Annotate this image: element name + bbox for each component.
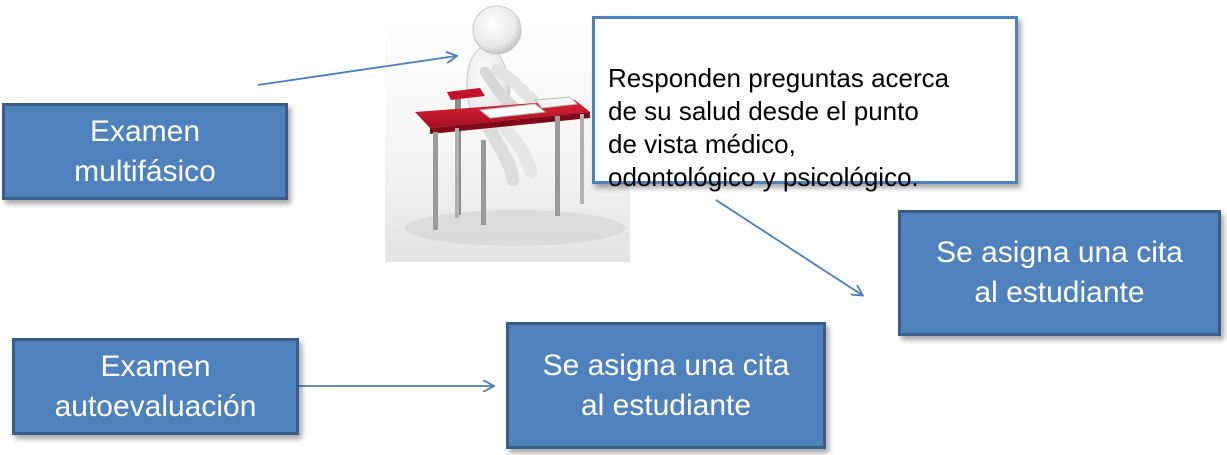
examen-multifasico-box: Examen multifásico bbox=[2, 103, 288, 200]
examen-multifasico-label: Examen multifásico bbox=[74, 114, 216, 188]
description-callout-text: Responden preguntas acerca de su salud d… bbox=[608, 63, 950, 192]
cita-autoevaluacion-label: Se asigna una cita al estudiante bbox=[542, 348, 790, 422]
person-at-desk-illustration bbox=[385, 0, 630, 262]
person-writing-icon bbox=[405, 5, 625, 246]
cita-multifasico-label: Se asigna una cita al estudiante bbox=[936, 236, 1183, 309]
cita-multifasico-box: Se asigna una cita al estudiante bbox=[898, 210, 1221, 336]
examen-autoevaluacion-box: Examen autoevaluación bbox=[12, 338, 299, 435]
arrow-callout-to-cita bbox=[715, 199, 862, 295]
cita-autoevaluacion-box: Se asigna una cita al estudiante bbox=[506, 322, 826, 449]
examen-autoevaluacion-label: Examen autoevaluación bbox=[54, 349, 257, 423]
description-callout: Responden preguntas acerca de su salud d… bbox=[592, 16, 1018, 192]
